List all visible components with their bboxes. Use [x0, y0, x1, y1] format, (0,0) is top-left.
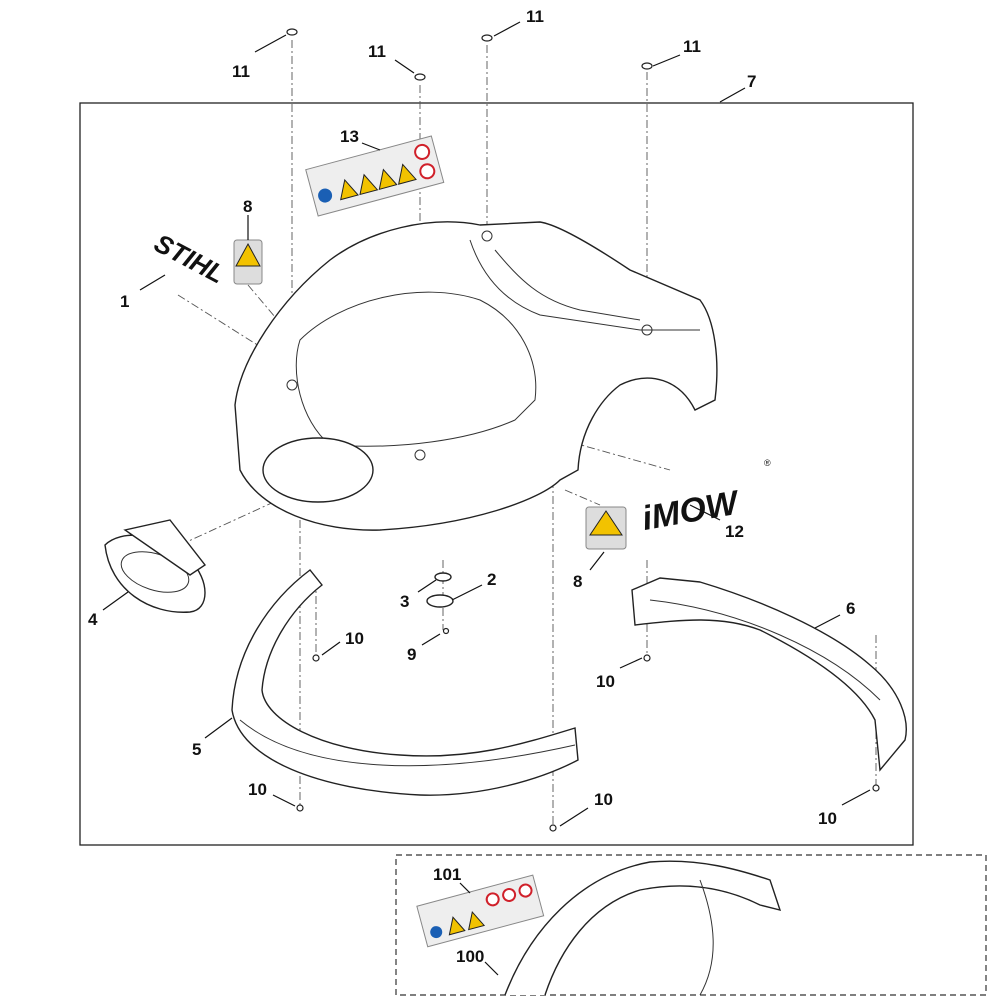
- main-frame: [79, 102, 914, 846]
- callout-5: 5: [192, 740, 201, 759]
- disc-part: [426, 594, 454, 608]
- callout-12: 12: [725, 522, 744, 541]
- warning-sticker-top: [233, 239, 263, 285]
- callout-labels: 11 11 11 11 7 13 8 1 12 8 3 2 9 4 10 10 …: [88, 7, 855, 966]
- callout-10: 10: [594, 790, 613, 809]
- callout-2: 2: [487, 570, 496, 589]
- callout-13: 13: [340, 127, 359, 146]
- callout-100: 100: [456, 947, 484, 966]
- callout-7: 7: [747, 72, 756, 91]
- warning-label-set-13: [305, 135, 445, 217]
- screw-icons: [286, 28, 880, 832]
- callout-10: 10: [818, 809, 837, 828]
- detail-frame: [395, 854, 987, 996]
- callout-6: 6: [846, 599, 855, 618]
- callout-4: 4: [88, 610, 98, 629]
- callout-10: 10: [248, 780, 267, 799]
- callout-8: 8: [573, 572, 582, 591]
- bumper-left-part: [231, 569, 579, 796]
- leader-lines: [102, 21, 871, 976]
- callout-11: 11: [368, 42, 386, 61]
- callout-9: 9: [407, 645, 416, 664]
- warning-sticker-side: [585, 506, 627, 550]
- stihl-logo: STIHL: [149, 228, 229, 290]
- callout-8: 8: [243, 197, 252, 216]
- callout-11: 11: [526, 7, 544, 26]
- imow-registered-mark: ®: [764, 458, 771, 468]
- bumper-right-part: [631, 577, 907, 772]
- callout-1: 1: [120, 292, 129, 311]
- callout-11: 11: [232, 62, 250, 81]
- housing-shell: [234, 221, 718, 531]
- callout-11: 11: [683, 37, 701, 56]
- callout-101: 101: [433, 865, 461, 884]
- cover-part-4: [104, 519, 207, 613]
- callout-3: 3: [400, 592, 409, 611]
- callout-10: 10: [596, 672, 615, 691]
- washer-part: [434, 572, 452, 582]
- callout-10: 10: [345, 629, 364, 648]
- detail-view: [416, 860, 782, 996]
